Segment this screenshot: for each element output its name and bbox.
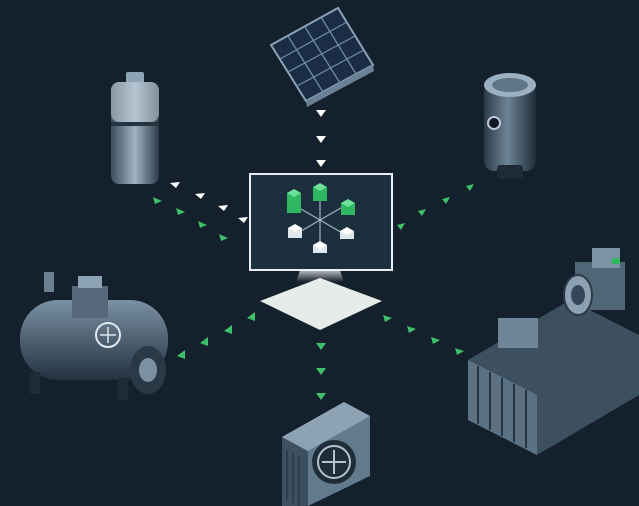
flow-hub-to-air-tank <box>177 312 255 359</box>
hub-node <box>288 224 302 238</box>
air-tank-icon <box>484 73 536 179</box>
flow-arrow <box>316 393 326 400</box>
hub-node <box>341 199 355 215</box>
flow-arrow <box>316 343 326 350</box>
solar-panel-icon <box>269 6 375 107</box>
air-compressor-icon <box>20 272 168 400</box>
flow-arrow <box>153 197 162 204</box>
flow-arrow <box>176 208 185 215</box>
flow-arrow <box>455 348 464 355</box>
flow-generator-to-hub <box>397 184 474 230</box>
flow-arrow <box>442 197 450 204</box>
hub-node <box>287 189 301 213</box>
flow-arrow <box>219 234 228 241</box>
flow-arrow <box>238 217 248 223</box>
flow-arrow <box>170 182 180 188</box>
hub-node <box>313 183 327 201</box>
flow-arrow <box>397 223 405 230</box>
flow-arrow <box>316 160 326 167</box>
flow-arrow <box>316 136 326 143</box>
flow-arrow <box>418 209 426 216</box>
flow-solar-to-hub <box>316 110 326 167</box>
battery-icon <box>111 72 159 184</box>
flow-arrow <box>195 193 205 199</box>
flow-arrow <box>218 205 228 211</box>
flow-arrow <box>177 350 185 359</box>
flow-battery-hub <box>153 182 248 241</box>
flow-arrow <box>247 312 255 321</box>
flow-arrow <box>200 337 208 346</box>
flow-arrow <box>224 325 232 334</box>
hub-node <box>313 241 327 253</box>
energy-management-hub-icon <box>249 173 393 330</box>
flow-arrow <box>383 315 392 322</box>
industrial-machine-icon <box>468 248 639 455</box>
flow-arrow <box>198 221 207 228</box>
flow-arrow <box>431 337 440 344</box>
flow-hub-to-heat-pump <box>316 343 326 400</box>
flow-arrow <box>407 326 416 333</box>
flow-arrow <box>316 110 326 117</box>
flow-arrow <box>466 184 474 191</box>
hub-node <box>340 227 354 239</box>
flow-arrow <box>316 368 326 375</box>
heat-pump-outdoor-unit-icon <box>282 402 370 506</box>
flow-hub-to-machine <box>383 315 464 355</box>
